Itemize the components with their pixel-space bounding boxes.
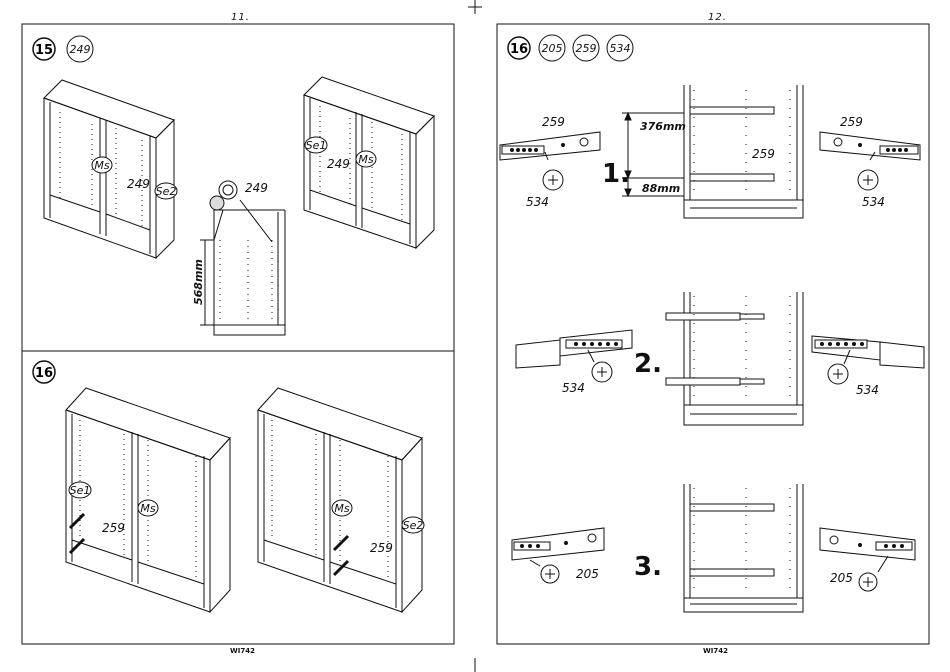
label-se2: Se2 <box>156 185 177 198</box>
row1-dim-88mm: 88mm <box>642 182 680 195</box>
label-249-a: 249 <box>127 177 150 191</box>
step15-badge-group: 15 249 <box>33 36 93 62</box>
shelf-pin-detail <box>200 181 285 335</box>
crop-marks <box>468 0 482 672</box>
badge-205-label: 205 <box>542 42 563 55</box>
label-249-c: 249 <box>327 157 350 171</box>
label-se2-16: Se2 <box>403 519 424 532</box>
label-259-a: 259 <box>102 521 125 535</box>
row1-label-534-left: 534 <box>526 195 549 209</box>
row1-dim-376mm: 376mm <box>640 120 686 133</box>
step15-number: 15 <box>35 43 53 58</box>
badge-259-label: 259 <box>576 42 597 55</box>
row1-label-534-right: 534 <box>862 195 885 209</box>
row3-cabinet <box>684 484 803 612</box>
label-se1: Se1 <box>306 139 327 152</box>
row1-step-number: 1. <box>602 159 630 189</box>
label-se1-16: Se1 <box>70 484 91 497</box>
row3-step-number: 3. <box>634 552 662 582</box>
step16-left-number: 16 <box>35 366 53 381</box>
badge-534-label: 534 <box>610 42 631 55</box>
row1-cabinet <box>684 85 803 218</box>
row1-right-runner <box>820 132 920 190</box>
row1-label-259-left: 259 <box>542 115 565 129</box>
drawer-runner-4 <box>334 561 348 575</box>
row3-label-205-right: 205 <box>830 571 853 585</box>
label-ms: Ms <box>94 159 109 172</box>
row1-left-runner <box>500 132 600 190</box>
label-ms-16b: Ms <box>334 502 349 515</box>
row2-left-runner <box>516 330 632 382</box>
step15-part-badge-label: 249 <box>70 43 91 56</box>
row2-cabinet <box>666 292 803 425</box>
label-259-b: 259 <box>370 541 393 555</box>
row3-label-205-left: 205 <box>576 567 599 581</box>
label-ms-16a: Ms <box>140 502 155 515</box>
label-ms-b: Ms <box>358 153 373 166</box>
row2-label-534-right: 534 <box>856 383 879 397</box>
step16-right-number: 16 <box>510 42 528 57</box>
row1-label-259-right: 259 <box>840 115 863 129</box>
row2-right-runner <box>812 336 924 384</box>
label-249-b: 249 <box>245 181 268 195</box>
dim-568mm: 568mm <box>192 259 205 305</box>
row2-step-number: 2. <box>634 349 662 379</box>
row1-label-259-center: 259 <box>752 147 775 161</box>
drawer-runner-3 <box>334 536 348 550</box>
row2-label-534-left: 534 <box>562 381 585 395</box>
